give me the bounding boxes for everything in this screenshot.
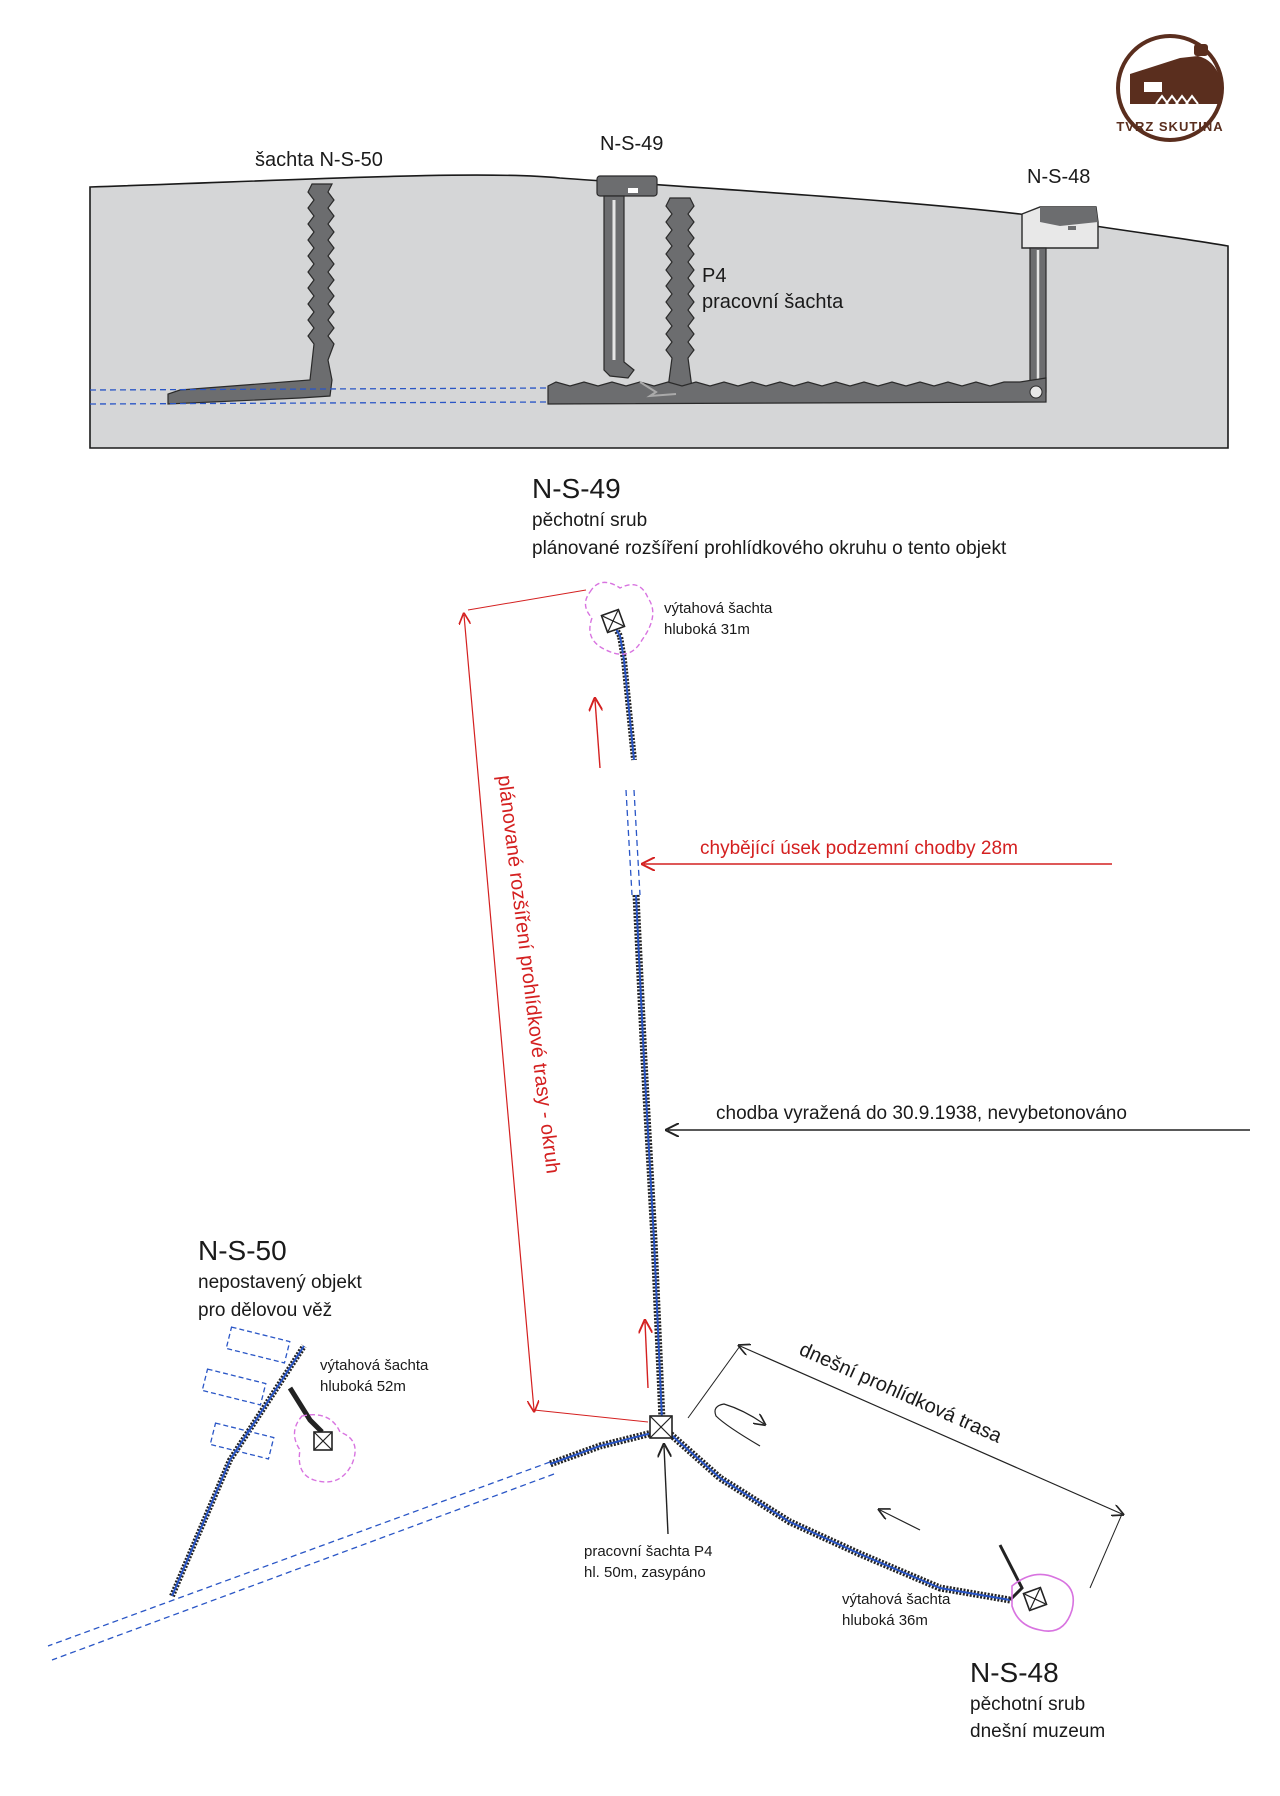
ground-profile xyxy=(89,174,1229,449)
bunker-n-s-49 xyxy=(596,175,658,197)
missing-section-label: chybějící úsek podzemní chodby 28m xyxy=(700,838,1018,859)
excavated-label: chodba vyražená do 30.9.1938, nevybetono… xyxy=(716,1103,1127,1124)
n-s-49-shaft-depth: hluboká 31m xyxy=(664,621,750,638)
n-s-49-type: pěchotní srub xyxy=(532,510,647,531)
label-n-s-49-section: N-S-49 xyxy=(600,133,663,155)
tunnel-p4-to-west xyxy=(47,1428,657,1661)
n-s-48-note: dnešní muzeum xyxy=(970,1721,1105,1742)
label-n-s-48-section: N-S-48 xyxy=(1027,166,1090,188)
n-s-49-shaft-label: výtahová šachta xyxy=(664,600,773,617)
p4-label-line2: hl. 50m, zasypáno xyxy=(584,1564,706,1581)
planned-route-dimension xyxy=(464,615,534,1410)
p4-pointer xyxy=(664,1446,668,1535)
n-s-48-type: pěchotní srub xyxy=(970,1694,1085,1715)
p4-shaft-box xyxy=(649,1415,673,1439)
n-s-49-name: N-S-49 xyxy=(532,473,621,504)
footprint-n-s-50 xyxy=(293,1414,356,1483)
dashed-link-lower xyxy=(89,401,549,405)
tunnel-n-s-49-to-p4 xyxy=(609,620,666,1421)
n-s-48-shaft-depth: hluboká 36m xyxy=(842,1612,928,1629)
route-loop-arrow xyxy=(714,1403,764,1447)
footprint-n-s-49 xyxy=(584,581,654,655)
n-s-48-name: N-S-48 xyxy=(970,1657,1059,1688)
n-s-49-note: plánované rozšíření prohlídkového okruhu… xyxy=(532,538,1007,559)
direction-arrow-lower xyxy=(645,1322,648,1389)
shaft-n-s-50 xyxy=(167,183,335,405)
current-route-label: dnešní prohlídková trasa xyxy=(796,1338,1006,1448)
current-route-dimension xyxy=(687,1345,741,1419)
n-s-48-shaft-label: výtahová šachta xyxy=(842,1591,951,1608)
footprint-n-s-48 xyxy=(1011,1573,1075,1632)
label-sachta-n-s-50: šachta N-S-50 xyxy=(255,149,383,171)
shaft-n-s-49 xyxy=(603,195,635,379)
dashed-link-upper xyxy=(89,387,549,391)
n-s-50-line2: pro dělovou věž xyxy=(198,1300,332,1321)
tunnel-p4-to-n-s-48 xyxy=(665,1429,1024,1604)
p4-label-line1: pracovní šachta P4 xyxy=(584,1543,712,1560)
gallery-main xyxy=(547,377,1047,405)
n-s-50-line1: nepostavený objekt xyxy=(198,1272,362,1293)
planned-route-label: plánované rozšíření prohlídkové trasy - … xyxy=(493,774,564,1175)
label-p4-sub: pracovní šachta xyxy=(702,291,844,313)
cross-section: šachta N-S-50 N-S-49 N-S-48 P4 pracovní … xyxy=(89,133,1229,449)
tunnel-n-s-50-branch xyxy=(169,1326,324,1598)
label-p4: P4 xyxy=(702,265,726,287)
n-s-50-shaft-depth: hluboká 52m xyxy=(320,1378,406,1395)
direction-arrow-upper xyxy=(595,700,600,769)
n-s-50-name: N-S-50 xyxy=(198,1235,287,1266)
n-s-50-shaft-label: výtahová šachta xyxy=(320,1357,429,1374)
